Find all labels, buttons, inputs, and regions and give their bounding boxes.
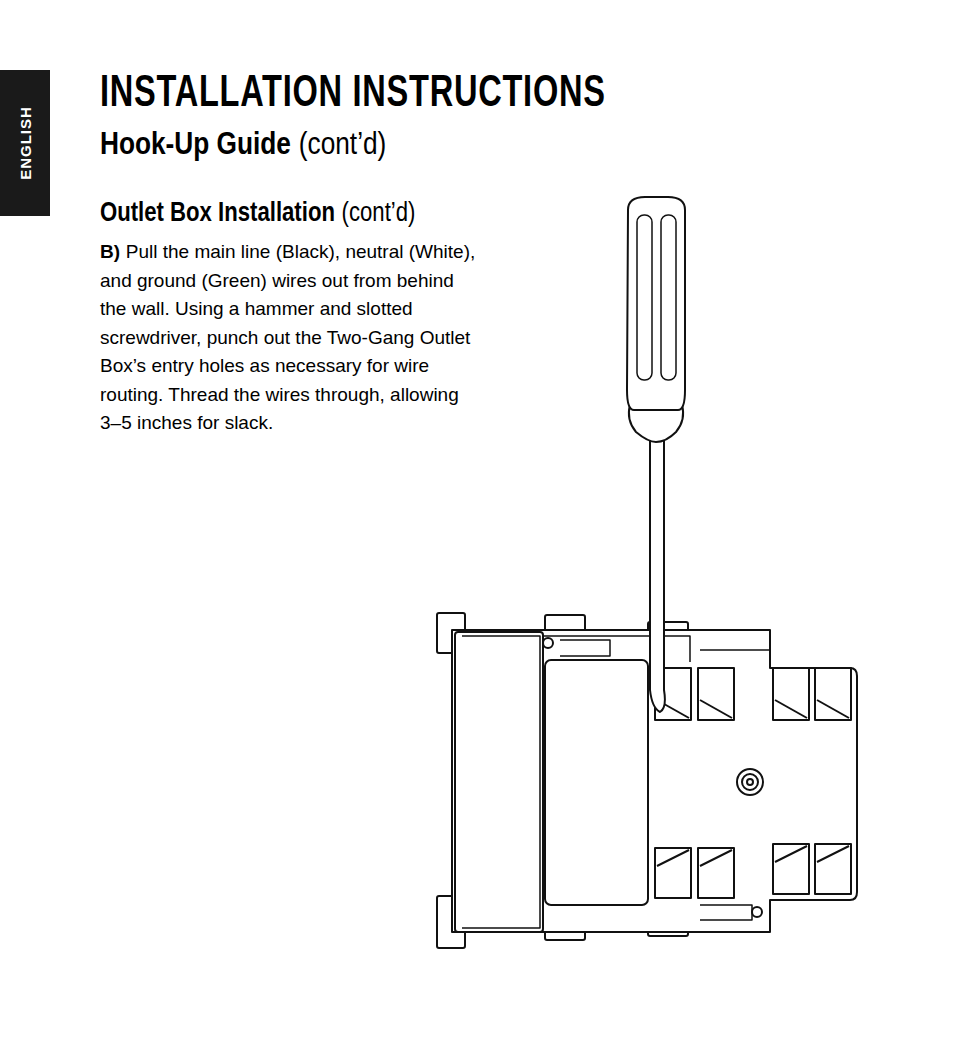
subsection-heading-suffix: (cont’d) (342, 197, 416, 227)
section-heading-bold: Hook-Up Guide (100, 125, 291, 161)
subsection-heading: Outlet Box Installation(cont’d) (100, 197, 415, 228)
tab-label: ENGLISH (17, 106, 34, 180)
section-heading-suffix: (cont’d) (299, 125, 386, 161)
step-letter: B) (100, 241, 120, 262)
step-text: Pull the main line (Black), neutral (Whi… (100, 241, 475, 433)
instruction-paragraph: B)Pull the main line (Black), neutral (W… (100, 238, 485, 438)
section-heading: Hook-Up Guide(cont’d) (100, 125, 386, 162)
page-title: INSTALLATION INSTRUCTIONS (100, 66, 606, 116)
language-tab: ENGLISH (0, 70, 50, 216)
subsection-heading-bold: Outlet Box Installation (100, 197, 335, 227)
